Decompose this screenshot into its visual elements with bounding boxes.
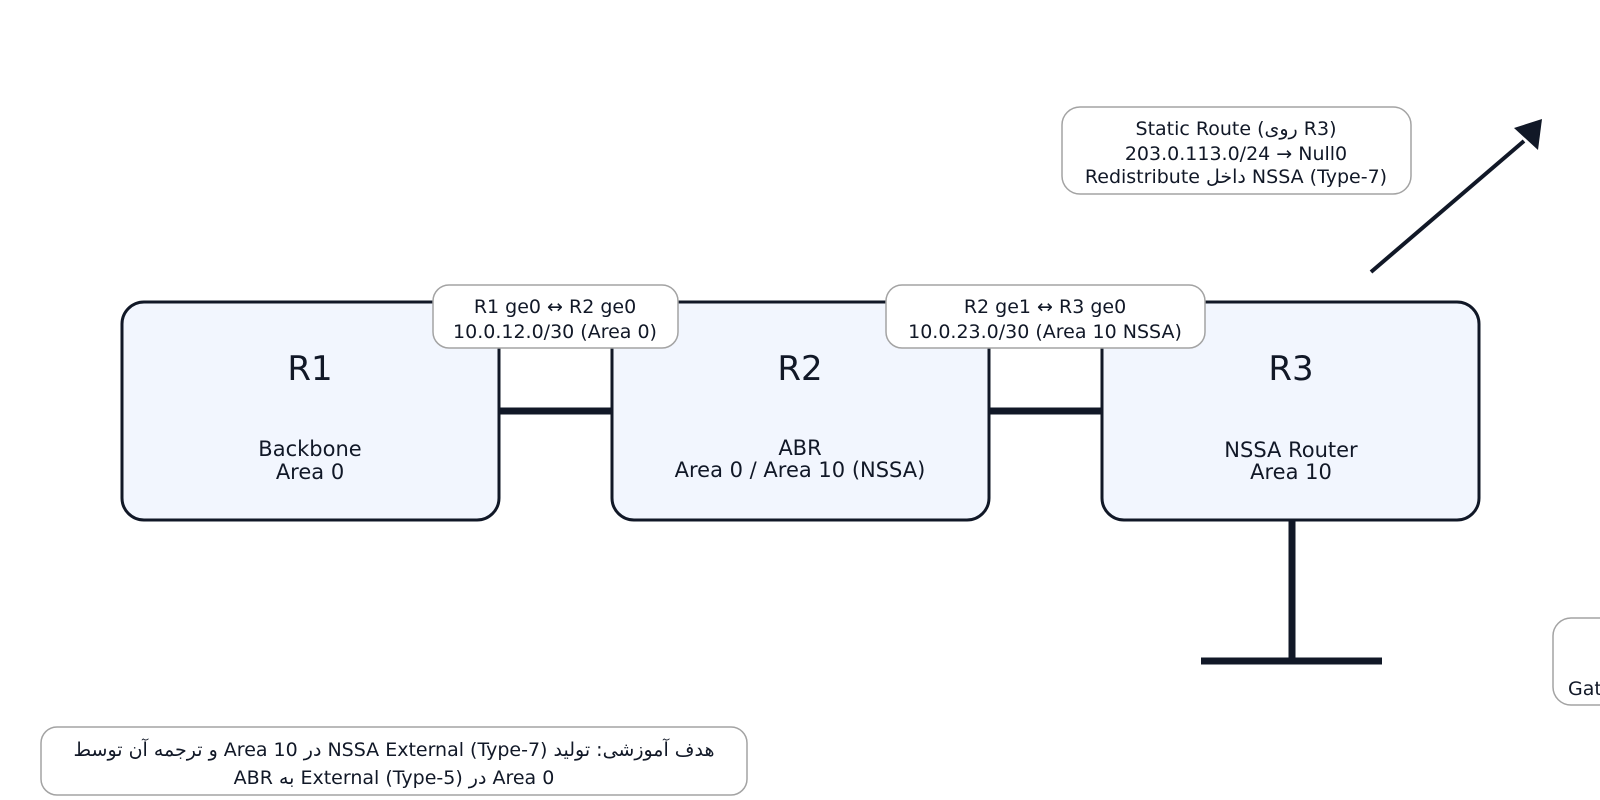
gateway-label: Gat — [1568, 678, 1600, 700]
link-label-r1-r2: R1 ge0 ↔ R2 ge0 10.0.12.0/30 (Area 0) — [432, 284, 679, 349]
router-r1: R1 Backbone Area 0 — [120, 300, 501, 522]
router-r3-area: Area 10 — [1250, 460, 1332, 484]
goal-line-1: هدف آموزشی: تولید NSSA External (Type-7)… — [73, 737, 714, 761]
router-r1-box — [120, 300, 501, 522]
router-r1-name: R1 — [287, 349, 332, 389]
router-r1-role: Backbone — [258, 437, 361, 461]
gateway-callout: Gat — [1552, 617, 1600, 706]
static-route-arrow — [1369, 139, 1526, 274]
link-label-r2-r3: R2 ge1 ↔ R3 ge0 10.0.23.0/30 (Area 10 NS… — [885, 284, 1206, 349]
router-r2-area: Area 0 / Area 10 (NSSA) — [675, 458, 926, 482]
link-label-r2-r3-box — [885, 284, 1206, 349]
link-label-r1-r2-ports: R1 ge0 ↔ R2 ge0 — [474, 296, 636, 318]
static-route-redistribute: Redistribute داخل NSSA (Type-7) — [1085, 166, 1387, 188]
router-r2-role: ABR — [778, 436, 821, 460]
static-route-callout: Static Route (روی R3) 203.0.113.0/24 → N… — [1061, 106, 1412, 195]
router-r3-box — [1100, 300, 1481, 522]
static-route-arrowhead — [1514, 119, 1542, 150]
link-label-r2-r3-subnet: 10.0.23.0/30 (Area 10 NSSA) — [908, 321, 1182, 343]
goal-line-2: ABR به External (Type-5) در Area 0 — [234, 767, 555, 789]
link-label-r1-r2-box — [432, 284, 679, 349]
static-route-callout-box — [1061, 106, 1412, 195]
goal-note-box — [40, 726, 748, 796]
link-label-r2-r3-ports: R2 ge1 ↔ R3 ge0 — [964, 296, 1126, 318]
static-route-title: Static Route (روی R3) — [1136, 118, 1337, 140]
router-r3: R3 NSSA Router Area 10 — [1100, 300, 1481, 522]
router-r3-name: R3 — [1268, 349, 1313, 389]
static-route-prefix: 203.0.113.0/24 → Null0 — [1125, 143, 1347, 165]
router-r2-name: R2 — [777, 349, 822, 389]
router-r2-box — [610, 300, 991, 522]
gateway-callout-box — [1552, 617, 1600, 706]
router-r1-area: Area 0 — [276, 460, 344, 484]
router-r2: R2 ABR Area 0 / Area 10 (NSSA) — [610, 300, 991, 522]
router-r3-role: NSSA Router — [1224, 438, 1358, 462]
link-label-r1-r2-subnet: 10.0.12.0/30 (Area 0) — [453, 321, 657, 343]
goal-note: هدف آموزشی: تولید NSSA External (Type-7)… — [40, 726, 748, 796]
